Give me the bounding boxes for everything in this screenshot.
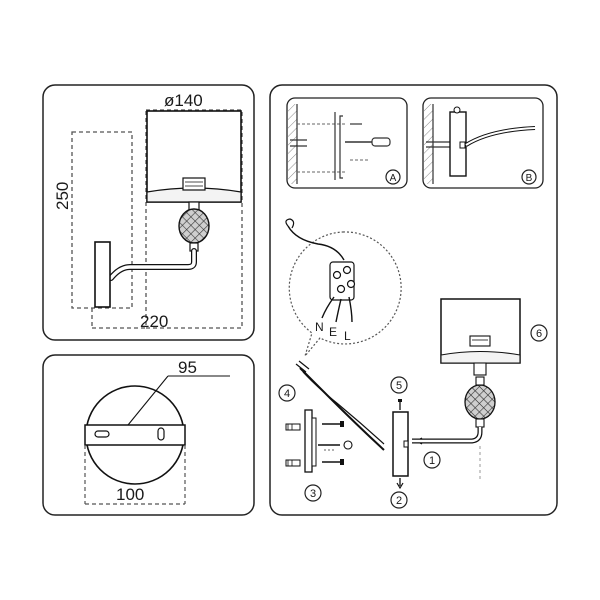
- panel-dimensions: ø140 250 220: [42, 84, 255, 341]
- step-6: 6: [412, 298, 548, 480]
- crystal-ornament: [178, 208, 210, 244]
- detail-a: A: [286, 97, 408, 189]
- height-label: 250: [53, 182, 72, 210]
- step-2-label: 2: [396, 495, 402, 507]
- wiring-callout: N E L: [285, 218, 402, 357]
- step-4: 4: [278, 360, 385, 451]
- panel-plate: 95 100: [42, 354, 255, 516]
- height-dim-frame: [71, 131, 133, 309]
- panel-installation: A B: [269, 84, 558, 516]
- wire-label-neutral: N: [315, 320, 324, 334]
- step-3-label: 3: [310, 488, 316, 500]
- lamp-arm: [108, 248, 197, 281]
- shade-diameter-label: ø140: [164, 91, 203, 110]
- wall-plate: [94, 241, 111, 308]
- detail-a-label: A: [390, 173, 397, 184]
- step-5-label: 5: [396, 380, 402, 392]
- step-1-label: 1: [429, 455, 435, 467]
- crystal-ornament-step6: [464, 384, 496, 420]
- detail-b-label: B: [526, 173, 533, 184]
- step-4-label: 4: [284, 388, 290, 400]
- detail-b: B: [422, 97, 544, 189]
- shade-dim-frame: [145, 109, 243, 329]
- projection-label: 220: [140, 312, 168, 331]
- step-6-label: 6: [536, 328, 542, 340]
- plate-diameter-label: 100: [116, 485, 144, 504]
- wire-label-live: L: [344, 329, 351, 343]
- plate-width-label: 95: [178, 358, 197, 377]
- wire-label-earth: E: [329, 325, 337, 339]
- step-3: 3: [285, 409, 353, 502]
